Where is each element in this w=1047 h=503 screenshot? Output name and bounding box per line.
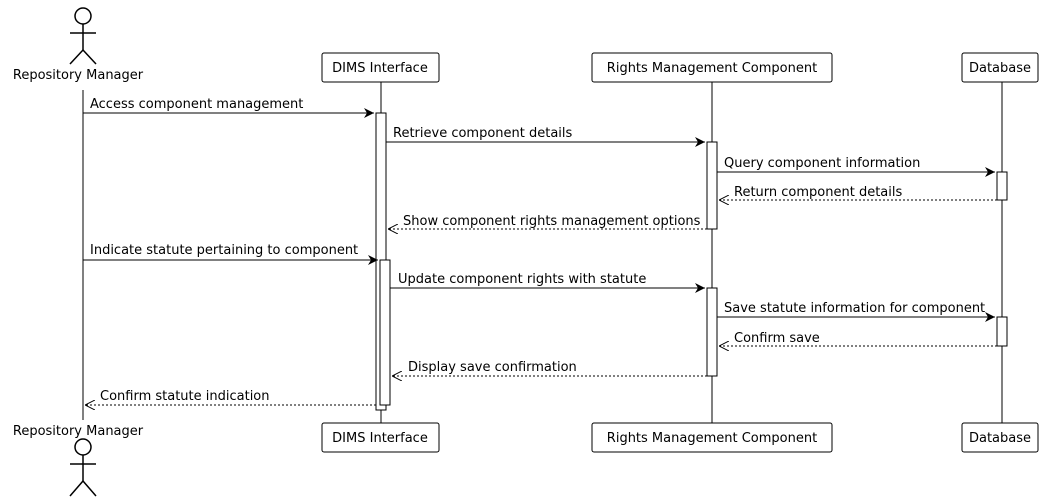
message-label: Query component information xyxy=(724,156,920,171)
participant-dims-interface-top: DIMS Interface xyxy=(321,52,440,83)
actor-label-top: Repository Manager xyxy=(13,68,144,83)
message-6: Indicate statute pertaining to component xyxy=(83,243,378,265)
message-8: Save statute information for component xyxy=(717,301,995,322)
actor-label-bottom: Repository Manager xyxy=(13,424,144,439)
actor-head-icon xyxy=(74,438,92,456)
activation-database-2 xyxy=(996,316,1008,347)
participant-label: DIMS Interface xyxy=(332,61,428,76)
activation-dims-2 xyxy=(379,259,391,406)
message-label: Update component rights with statute xyxy=(398,272,646,287)
participant-rights-management-bottom: Rights Management Component xyxy=(591,422,833,453)
activation-rights-1 xyxy=(706,141,718,230)
message-label: Return component details xyxy=(734,185,902,200)
participant-label: DIMS Interface xyxy=(332,431,428,446)
participant-database-top: Database xyxy=(961,52,1039,83)
message-9: Confirm save xyxy=(719,331,997,346)
message-label: Save statute information for component xyxy=(724,301,985,316)
participant-database-bottom: Database xyxy=(961,422,1039,453)
participant-dims-interface-bottom: DIMS Interface xyxy=(321,422,440,453)
activation-database-1 xyxy=(996,171,1008,201)
message-label: Access component management xyxy=(90,97,303,112)
message-label: Retrieve component details xyxy=(393,126,573,141)
participant-label: Rights Management Component xyxy=(607,61,817,76)
message-label: Display save confirmation xyxy=(408,360,577,375)
participant-rights-management-top: Rights Management Component xyxy=(591,52,833,83)
participant-label: Database xyxy=(969,61,1031,76)
message-label: Confirm save xyxy=(734,331,820,346)
message-label: Indicate statute pertaining to component xyxy=(90,243,358,258)
message-3: Query component information xyxy=(717,156,995,177)
message-label: Show component rights management options xyxy=(403,214,701,229)
message-4: Return component details xyxy=(719,185,997,200)
participant-label: Database xyxy=(969,431,1031,446)
activation-rights-2 xyxy=(706,287,718,377)
participant-label: Rights Management Component xyxy=(607,431,817,446)
message-2: Retrieve component details xyxy=(386,126,705,147)
message-7: Update component rights with statute xyxy=(390,272,705,293)
actor-bottom: Repository Manager xyxy=(13,424,144,497)
message-10: Display save confirmation xyxy=(392,360,707,376)
actor-top: Repository Manager xyxy=(13,7,144,83)
message-1: Access component management xyxy=(83,97,374,118)
message-5: Show component rights management options xyxy=(388,214,707,229)
message-label: Confirm statute indication xyxy=(100,389,270,404)
message-11: Confirm statute indication xyxy=(85,389,376,405)
actor-head-icon xyxy=(74,7,92,25)
